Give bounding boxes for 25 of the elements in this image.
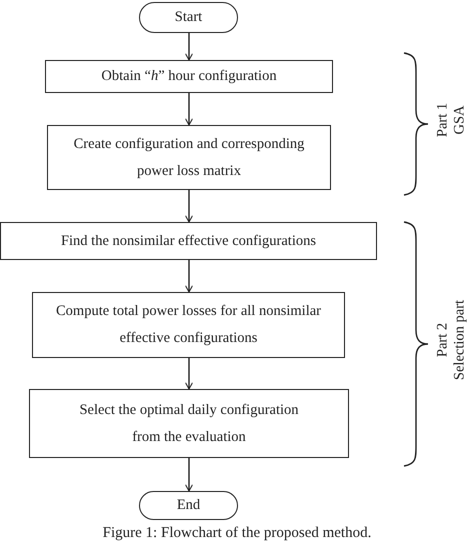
process-box: [0, 222, 377, 260]
part-label: Part 1: [434, 102, 452, 138]
arrow: [185, 458, 193, 492]
terminal-box: [139, 491, 238, 520]
process-box: [29, 389, 349, 458]
part-label: GSA: [452, 106, 468, 134]
step-text: Select the optimal daily configuration from the evaluation: [78, 400, 300, 446]
arrow: [185, 260, 193, 292]
figure-caption: Figure 1: Flowchart of the proposed method.: [102, 525, 372, 542]
process-box: [45, 60, 333, 93]
step-text: Start: [174, 8, 202, 27]
part-label: Selection part: [452, 300, 468, 380]
process-box: [32, 292, 345, 358]
terminal-box: [139, 2, 238, 33]
part-label: Part 2: [434, 322, 452, 358]
arrow: [185, 190, 193, 222]
arrow: [185, 33, 193, 60]
step-text: Find the nonsimilar effective configurations: [60, 232, 316, 250]
step-text: Compute total power losses for all nonsimilar effective configurations: [55, 302, 322, 348]
step-text: End: [176, 496, 200, 515]
arrow: [185, 93, 193, 126]
process-box: [47, 125, 331, 190]
arrow: [185, 358, 193, 390]
step-text: Create configuration and corresponding power loss matrix: [72, 134, 306, 180]
step-text: Obtain “h” hour configuration: [101, 67, 277, 86]
